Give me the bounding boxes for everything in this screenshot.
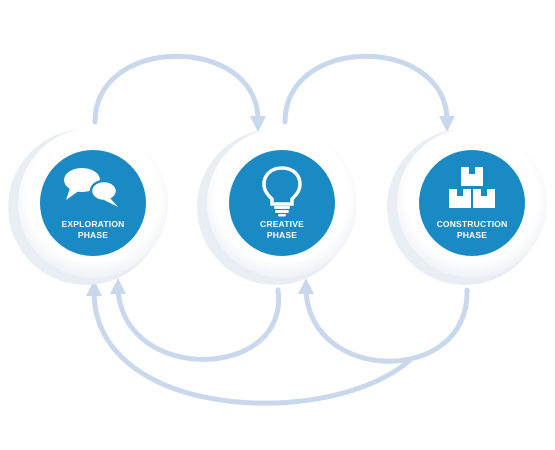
arrow-exploration-to-creative — [92, 53, 266, 132]
node-label-line1: CONSTRUCTION — [437, 219, 508, 229]
lightbulb-icon — [262, 166, 302, 217]
node-circle — [40, 150, 146, 256]
arrow-creative-to-exploration — [110, 278, 281, 362]
node-label-line2: PHASE — [457, 230, 487, 240]
arrow-construction-to-creative — [298, 278, 470, 364]
node-exploration: EXPLORATION PHASE — [8, 128, 168, 285]
arrow-creative-to-construction — [282, 53, 455, 132]
node-label-line1: EXPLORATION — [62, 219, 125, 229]
node-label-line1: CREATIVE — [260, 219, 304, 229]
node-circle — [419, 150, 525, 256]
node-label-line2: PHASE — [267, 230, 297, 240]
node-creative: CREATIVE PHASE — [197, 128, 357, 285]
arrow-construction-to-exploration — [86, 280, 413, 406]
stacked-boxes-icon — [449, 167, 495, 208]
speech-bubbles-icon — [64, 168, 119, 207]
node-label-line2: PHASE — [78, 230, 108, 240]
node-construction: CONSTRUCTION PHASE — [387, 128, 547, 285]
